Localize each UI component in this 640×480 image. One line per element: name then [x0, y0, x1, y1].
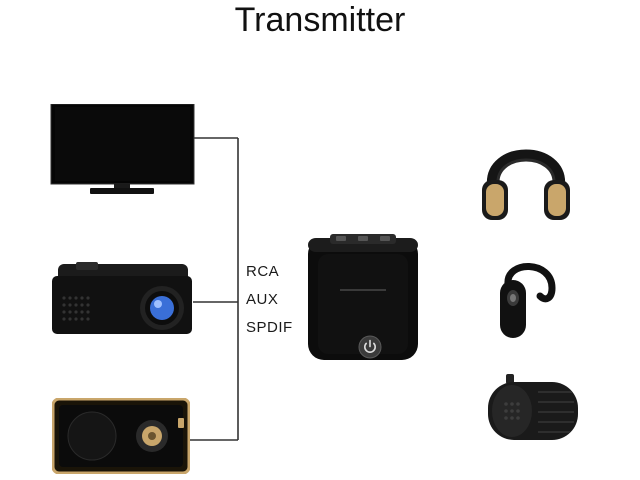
speaker-icon: [484, 372, 582, 444]
diagram-title: Transmitter: [234, 1, 406, 39]
signal-label-aux: AUX: [246, 291, 279, 308]
signal-label-spdif: SPDIF: [246, 319, 293, 336]
power-icon[interactable]: [358, 335, 382, 359]
headphones-icon: [478, 124, 574, 224]
projector-icon: [50, 258, 195, 338]
radio-icon: [52, 398, 190, 474]
earpiece-icon: [494, 258, 558, 342]
signal-label-rca: RCA: [246, 263, 280, 280]
transmitter-icon: [306, 232, 420, 362]
tv-icon: [50, 104, 195, 196]
